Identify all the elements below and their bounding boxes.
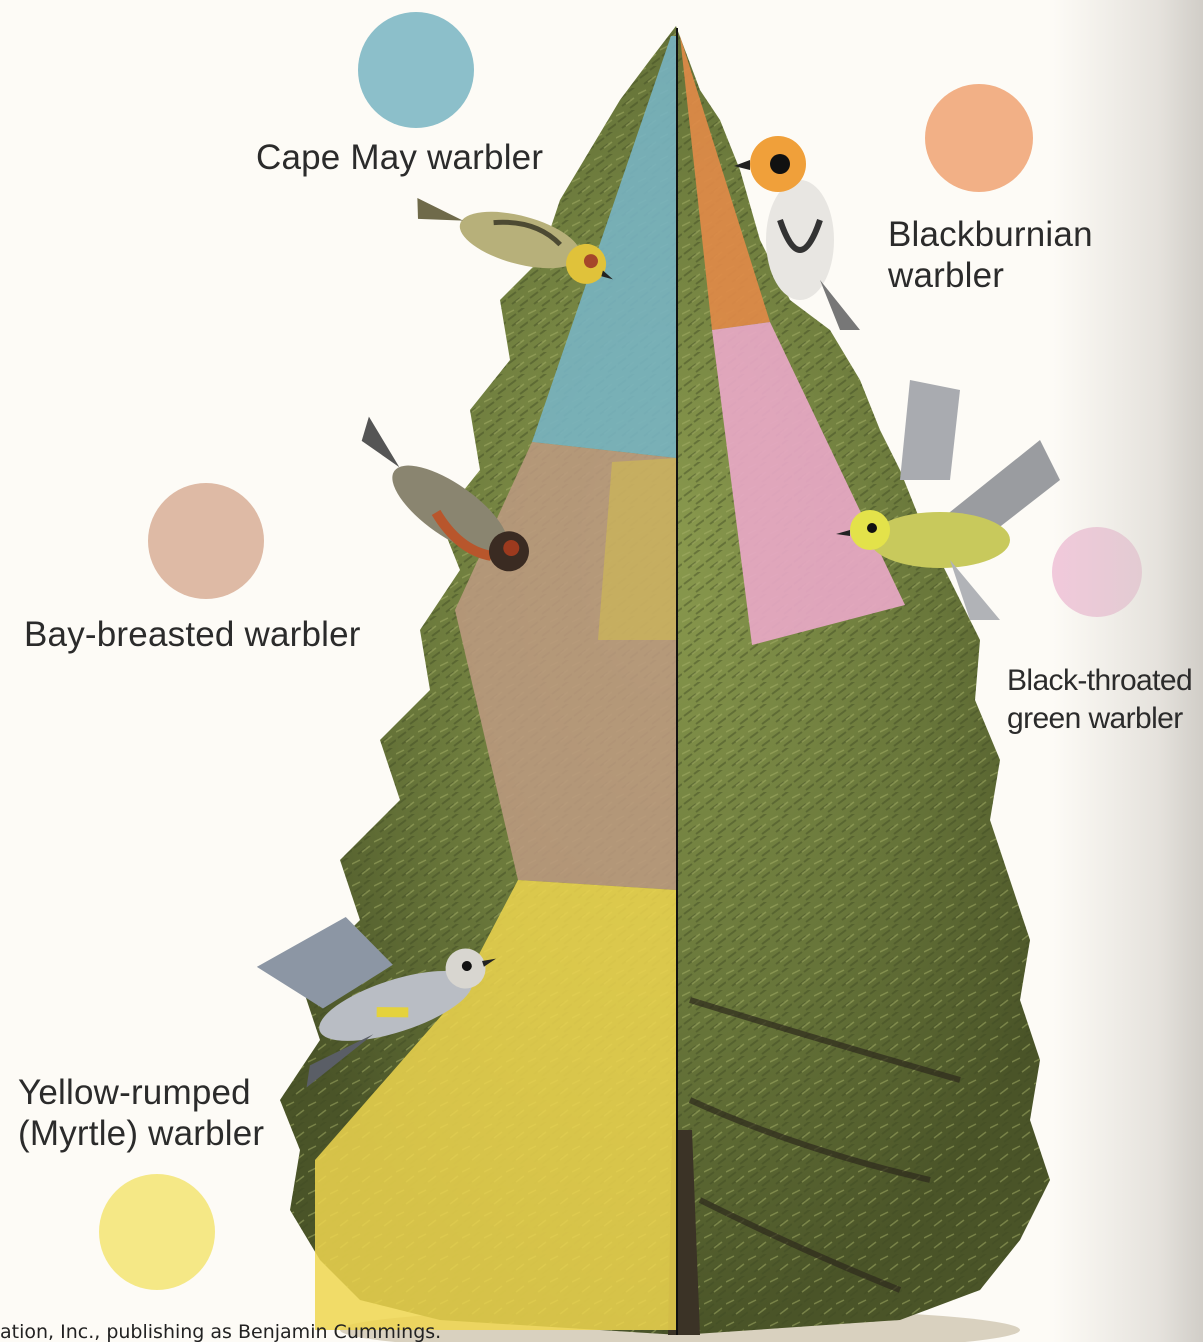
yellow-rumped-swatch — [99, 1174, 215, 1290]
copyright-credit: ation, Inc., publishing as Benjamin Cumm… — [0, 1322, 441, 1342]
cape-may-label: Cape May warbler — [256, 137, 543, 178]
bay-breasted-label: Bay-breasted warbler — [24, 614, 361, 655]
blackburnian-label: Blackburnian warbler — [888, 214, 1093, 296]
yellow-rumped-label-line2: (Myrtle) warbler — [18, 1113, 264, 1154]
yellow-rumped-label-line1: Yellow-rumped — [18, 1072, 264, 1113]
cape-may-swatch — [358, 12, 474, 128]
bay-breasted-swatch — [148, 483, 264, 599]
blackburnian-swatch — [925, 84, 1033, 192]
blackburnian-label-line1: Blackburnian — [888, 214, 1093, 255]
black-throated-green-label-line1: Black-throated — [1007, 662, 1192, 700]
yellow-rumped-label: Yellow-rumped (Myrtle) warbler — [18, 1072, 264, 1154]
black-throated-green-label: Black-throated green warbler — [1007, 662, 1192, 738]
black-throated-green-label-line2: green warbler — [1007, 700, 1192, 738]
blackburnian-label-line2: warbler — [888, 255, 1093, 296]
